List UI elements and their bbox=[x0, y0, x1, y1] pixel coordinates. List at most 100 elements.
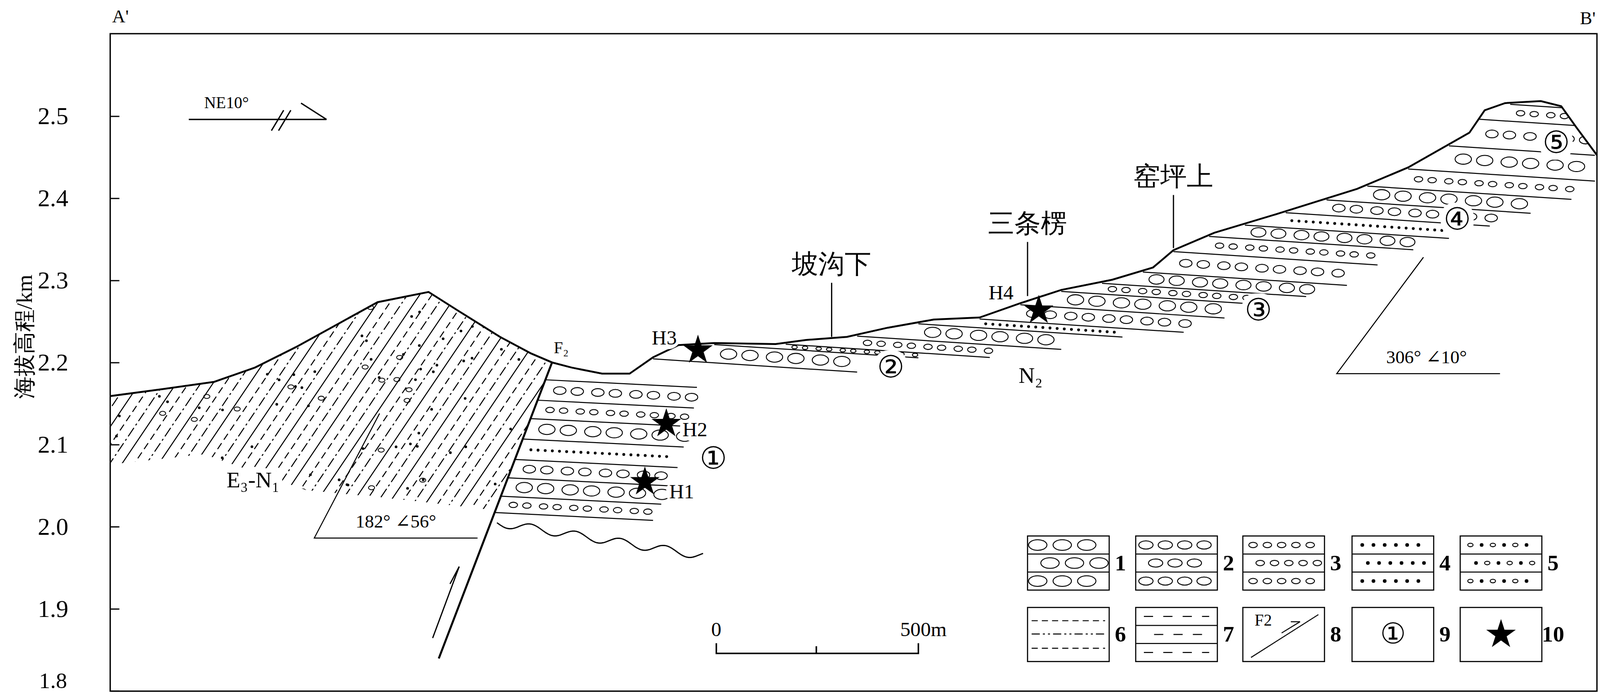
fault-line bbox=[438, 362, 552, 659]
tick-label: 2.2 bbox=[37, 348, 69, 376]
legend-line bbox=[1242, 571, 1325, 572]
pebble bbox=[405, 387, 412, 392]
legend-dot bbox=[1416, 542, 1421, 547]
bedding-line bbox=[64, 275, 237, 531]
sand-dot bbox=[607, 451, 611, 455]
legend-pebble bbox=[1291, 578, 1301, 584]
pebble bbox=[1444, 178, 1454, 184]
sand-dot bbox=[1397, 226, 1401, 229]
legend-pebble bbox=[1028, 575, 1047, 587]
pebble bbox=[379, 378, 385, 383]
pebble bbox=[1168, 275, 1185, 286]
pebble bbox=[1121, 287, 1131, 293]
sand-dot bbox=[629, 453, 633, 457]
pebble bbox=[1037, 334, 1055, 345]
callout-number: ① bbox=[696, 441, 730, 476]
pebble bbox=[1180, 301, 1197, 312]
legend-pebble bbox=[1467, 543, 1474, 547]
legend-pebble bbox=[1262, 541, 1272, 548]
pebble bbox=[606, 410, 615, 416]
pebble bbox=[1271, 228, 1287, 239]
legend-line bbox=[1027, 553, 1110, 555]
sand-dot bbox=[299, 289, 302, 293]
legend-pebble bbox=[1490, 579, 1496, 583]
pebble bbox=[802, 345, 808, 349]
pebble bbox=[720, 348, 737, 359]
pebble bbox=[1576, 114, 1586, 120]
pebble bbox=[1370, 206, 1383, 215]
sand-dot bbox=[337, 478, 341, 482]
pebble bbox=[206, 342, 213, 347]
legend-pebble bbox=[1277, 541, 1287, 548]
axis-tick bbox=[110, 607, 120, 610]
pebble bbox=[538, 290, 545, 296]
legend-pebble bbox=[1512, 543, 1518, 547]
pebble bbox=[1158, 318, 1171, 327]
pebble bbox=[1067, 294, 1084, 305]
bed-boundary bbox=[1510, 104, 1595, 110]
legend-pebble bbox=[1065, 557, 1084, 568]
axis-tick bbox=[110, 525, 120, 528]
sand-dot bbox=[459, 329, 463, 333]
pebble bbox=[1217, 261, 1231, 270]
pebble bbox=[1215, 242, 1225, 249]
sand-dot bbox=[277, 378, 281, 382]
legend-dot bbox=[1502, 578, 1507, 583]
pebble bbox=[583, 485, 600, 496]
pebble bbox=[1394, 191, 1412, 202]
pebble bbox=[362, 364, 369, 369]
sand-dot bbox=[1347, 223, 1351, 226]
sand-dot bbox=[1354, 223, 1358, 227]
legend-pebble bbox=[1305, 578, 1315, 584]
pebble bbox=[619, 410, 629, 417]
pebble bbox=[1197, 260, 1210, 269]
sand-dot bbox=[543, 448, 547, 452]
callout-number: ④ bbox=[1440, 202, 1474, 237]
legend-pebble bbox=[1298, 560, 1308, 566]
pebble bbox=[630, 428, 648, 439]
pebble bbox=[833, 356, 851, 367]
sample-star bbox=[1023, 294, 1054, 323]
pebble bbox=[1454, 154, 1472, 165]
sand-dot bbox=[185, 491, 188, 495]
pebble bbox=[591, 388, 604, 397]
bedding-line bbox=[296, 275, 470, 531]
pebble bbox=[1279, 283, 1295, 293]
pebble bbox=[291, 505, 298, 510]
pebble bbox=[850, 348, 857, 353]
pebble bbox=[649, 412, 659, 418]
legend-dot bbox=[1524, 542, 1529, 547]
sand-dot bbox=[166, 400, 169, 404]
legend-dot bbox=[1382, 542, 1387, 547]
sand-dot bbox=[1361, 223, 1365, 227]
pebble bbox=[1485, 213, 1498, 222]
legend-pebble bbox=[1177, 540, 1192, 549]
pebble bbox=[1336, 250, 1346, 257]
pebble bbox=[992, 331, 1009, 342]
leader-line bbox=[1336, 257, 1501, 374]
bedding-line bbox=[394, 275, 568, 531]
pebble bbox=[150, 314, 156, 319]
pebble bbox=[1235, 262, 1248, 271]
pebble bbox=[538, 424, 556, 435]
legend-dot bbox=[1416, 578, 1421, 583]
legend-dot bbox=[1422, 561, 1426, 565]
pebble bbox=[1590, 115, 1600, 121]
bedding-line bbox=[468, 275, 641, 531]
pebble bbox=[1516, 110, 1526, 116]
pebble bbox=[1414, 176, 1424, 182]
sand-dot bbox=[449, 451, 452, 454]
sand-dot bbox=[1005, 323, 1009, 327]
pebble bbox=[1565, 186, 1575, 193]
sand-dot bbox=[418, 310, 421, 314]
sand-dot bbox=[984, 322, 988, 325]
sand-dot bbox=[1411, 227, 1415, 230]
place-name: 窑坪上 bbox=[1133, 161, 1214, 192]
pebble bbox=[1082, 313, 1095, 322]
pebble bbox=[967, 346, 977, 353]
formation-label: E₃-N₁ bbox=[223, 467, 283, 492]
pebble bbox=[553, 386, 567, 395]
legend-number: 8 bbox=[1329, 621, 1342, 647]
legend-pebble bbox=[1158, 576, 1173, 585]
pebble bbox=[1419, 192, 1436, 203]
